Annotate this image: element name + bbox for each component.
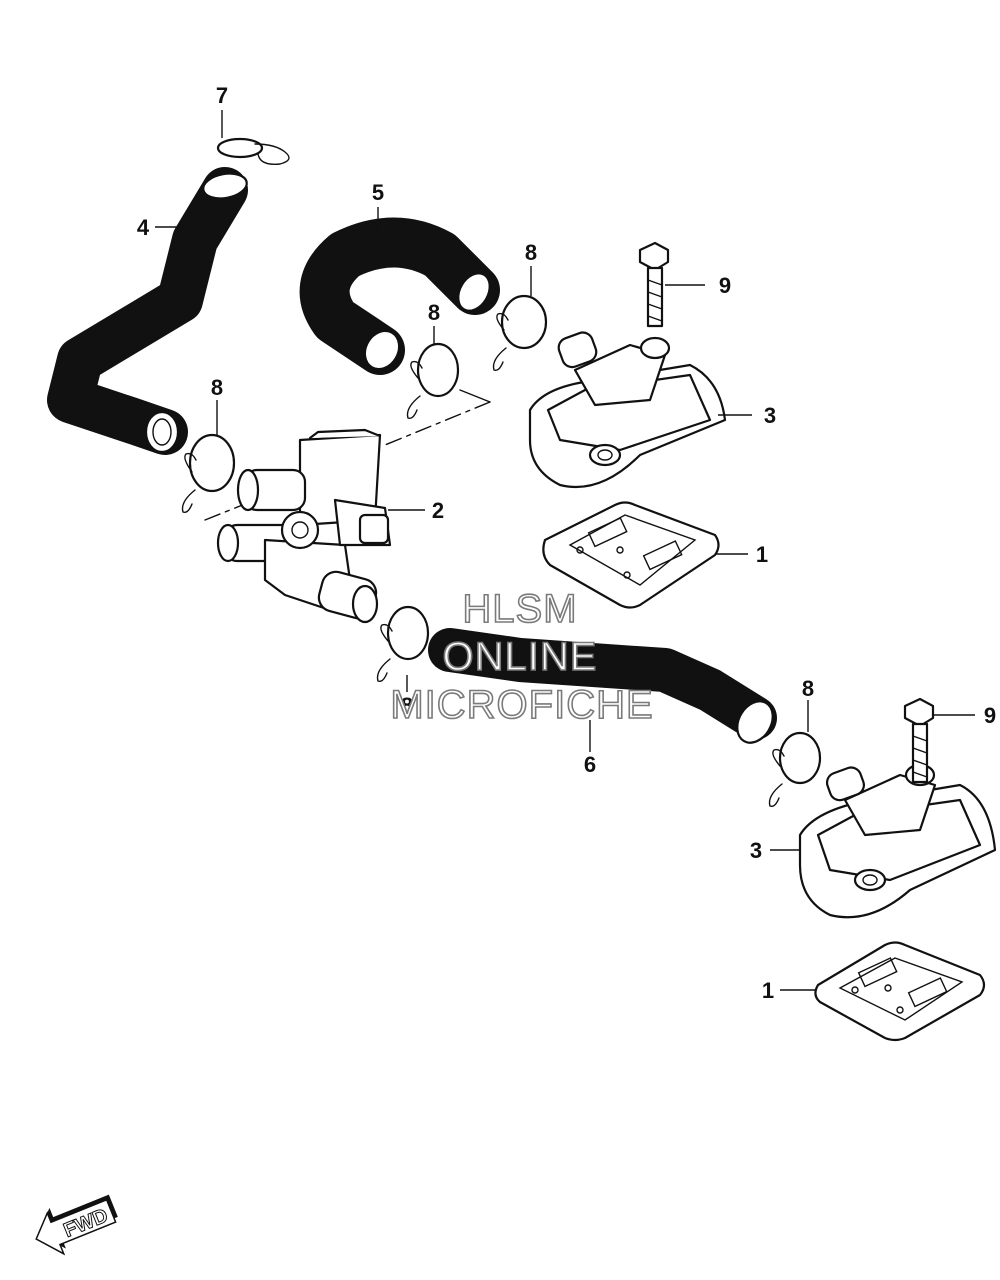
watermark-line-1: HLSM [462,587,577,631]
clamp-part-8-b [406,342,460,420]
plate-part-1-lower [814,941,986,1042]
watermark-line-2: ONLINE [443,635,598,679]
callout-2: 2 [432,498,444,523]
callout-9a: 9 [719,273,731,298]
callout-labels: 7 4 5 8 8 8 9 3 2 1 8 8 6 9 3 1 [137,83,996,1003]
clamp-part-8-d [376,605,430,683]
leader-lines [155,110,975,991]
callout-3a: 3 [764,403,776,428]
plate-part-1-upper [542,501,720,609]
clamp-part-8-a [181,433,236,514]
callout-6: 6 [584,752,596,777]
callout-8b: 8 [428,300,440,325]
callout-3b: 3 [750,838,762,863]
callout-7: 7 [216,83,228,108]
callout-8a: 8 [211,375,223,400]
cover-part-3-lower [798,763,997,919]
callout-4: 4 [137,215,150,240]
fwd-arrow-icon: FWD [35,1194,118,1256]
callout-8e: 8 [802,676,814,701]
clamp-part-8-c [492,294,548,372]
callout-5: 5 [372,180,384,205]
watermark-line-3: MICROFICHE [390,683,653,727]
callout-9b: 9 [984,703,996,728]
bolt-part-9-upper [638,241,670,328]
cover-part-3-upper [528,331,727,489]
hose-part-6 [428,628,777,744]
watermark: HLSM ONLINE MICROFICHE [390,586,654,728]
bolt-part-9-lower [903,697,935,784]
hose-part-5 [299,217,500,375]
valve-part-2 [216,428,392,624]
clip-part-7 [216,137,290,165]
clamp-part-8-e [768,731,822,808]
callout-1a: 1 [756,542,768,567]
hose-part-4 [47,167,248,455]
callout-8c: 8 [525,240,537,265]
callout-8d: 8 [401,693,413,718]
callout-1b: 1 [762,978,774,1003]
